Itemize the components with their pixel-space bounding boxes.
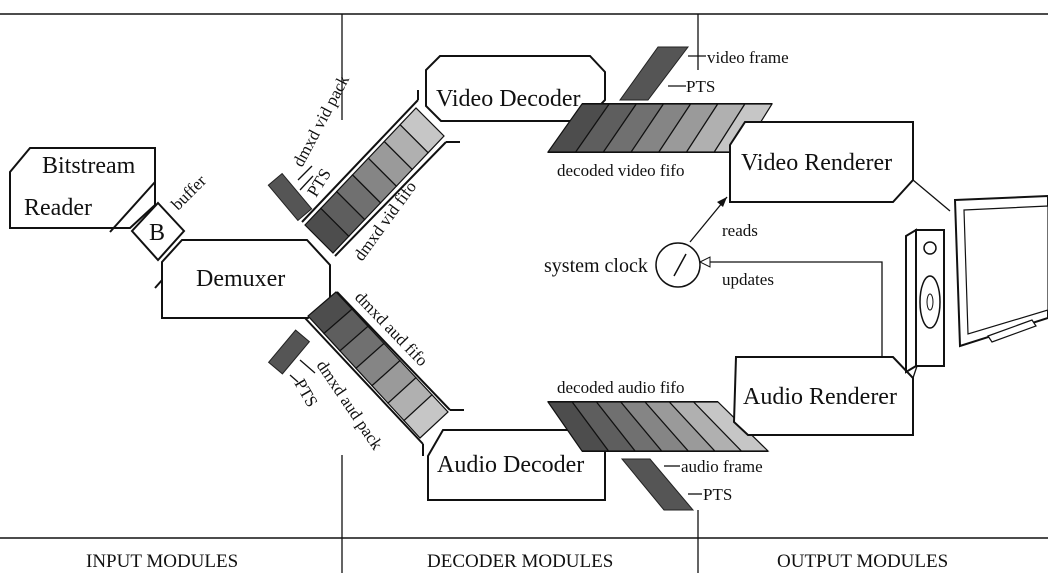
dmxd-aud-pts-label: PTS [291, 376, 322, 411]
decoded-video-fifo [546, 103, 774, 153]
reads-arrowhead [717, 197, 727, 207]
audio-frame-label: audio frame [681, 457, 763, 476]
video-frame-pts-label: PTS [686, 77, 715, 96]
bitstream-reader-box [9, 147, 156, 229]
dmxd-vid-fifo-cell [399, 107, 445, 154]
dmxd-vid-pts-leader [299, 175, 314, 191]
audio-to-speaker-line [912, 365, 918, 379]
dmxd-aud-pack-block [267, 329, 311, 375]
dmxd-aud-fifo-cell [403, 394, 449, 439]
audio-frame-block [620, 458, 695, 511]
dmxd-vid-pack-label: dmxd vid pack [289, 71, 353, 170]
decoded-audio-fifo [546, 401, 770, 452]
updates-label: updates [722, 270, 774, 289]
video-frame-label: video frame [707, 48, 789, 67]
decoder-modules-label: DECODER MODULES [427, 551, 613, 572]
dmxd-aud-pack-leader [299, 359, 316, 374]
output-modules-label: OUTPUT MODULES [777, 551, 948, 572]
updates-connector [704, 261, 883, 358]
video-renderer-label: Video Renderer [741, 150, 892, 176]
video-to-tv-line [912, 179, 951, 212]
audio-frame-pts-label: PTS [703, 485, 732, 504]
dmxd-aud-fifo-edge [304, 317, 424, 445]
dmxd-aud-fifo [307, 291, 449, 439]
dmxd-aud-pts-leader [289, 374, 299, 383]
speaker-side [905, 228, 917, 374]
system-clock-hand [673, 253, 687, 277]
system-clock-icon [655, 242, 701, 288]
speaker-tweeter [923, 241, 937, 255]
input-modules-label: INPUT MODULES [86, 551, 238, 572]
dmxd-vid-pack-leader [297, 165, 313, 181]
system-clock-label: system clock [544, 255, 648, 277]
buffer-frame-line [109, 181, 156, 233]
speaker-woofer-core [926, 293, 934, 311]
dmxd-vid-pack-block [267, 172, 313, 222]
video-decoder-label: Video Decoder [436, 86, 581, 112]
audio-renderer-box [732, 356, 914, 436]
audio-decoder-label: Audio Decoder [437, 452, 584, 478]
video-renderer-box [729, 121, 914, 203]
buffer-box-label: B [149, 220, 165, 246]
decoded-audio-fifo-cell [692, 401, 770, 452]
reads-label: reads [722, 221, 758, 240]
dmxd-vid-fifo-edge [301, 99, 419, 223]
bitstream-reader-label-line2: Reader [24, 195, 92, 221]
dmxd-vid-fifo-edge [334, 141, 447, 257]
demuxer-label: Demuxer [196, 266, 285, 292]
bitstream-reader-label-line1: Bitstream [42, 153, 136, 179]
dmxd-vid-fifo [304, 107, 445, 254]
video-frame-block [619, 46, 690, 101]
tv-stand [987, 319, 1037, 343]
buffer-label: buffer [167, 171, 210, 214]
decoded-audio-fifo-label: decoded audio fifo [557, 378, 684, 397]
updates-arrowhead [698, 256, 711, 268]
dmxd-aud-fifo-edge [336, 291, 451, 411]
decoded-video-fifo-label: decoded video fifo [557, 161, 684, 180]
buffer-box [130, 201, 186, 262]
audio-renderer-label: Audio Renderer [743, 384, 897, 410]
tv-screen [963, 205, 1048, 335]
